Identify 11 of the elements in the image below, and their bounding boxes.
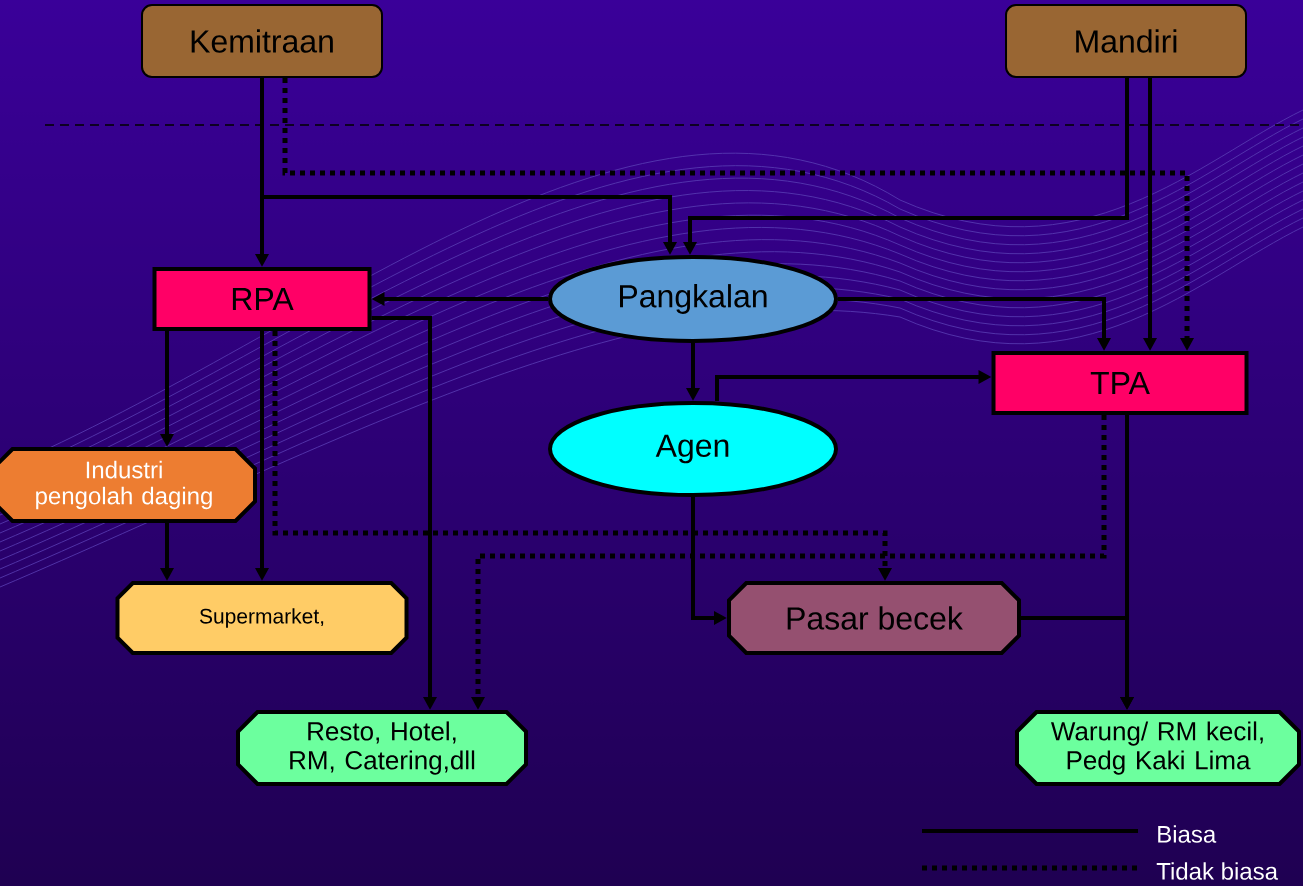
source-box: Mandiri xyxy=(1005,4,1247,78)
outlet-box: Supermarket, xyxy=(115,581,409,655)
market-box: Pasar becek xyxy=(727,581,1021,655)
outlet-box: Resto, Hotel, RM, Catering,dll xyxy=(236,710,528,786)
source-box: Kemitraan xyxy=(141,4,383,78)
outlet-box: Warung/ RM kecil, Pedg Kaki Lima xyxy=(1015,710,1301,786)
legend-label: Tidak biasa xyxy=(1156,862,1278,880)
industry-box: Industri pengolah daging xyxy=(0,447,257,523)
legend-label: Biasa xyxy=(1158,825,1217,843)
facility-box: RPA xyxy=(152,267,372,331)
facility-box: TPA xyxy=(991,351,1249,415)
